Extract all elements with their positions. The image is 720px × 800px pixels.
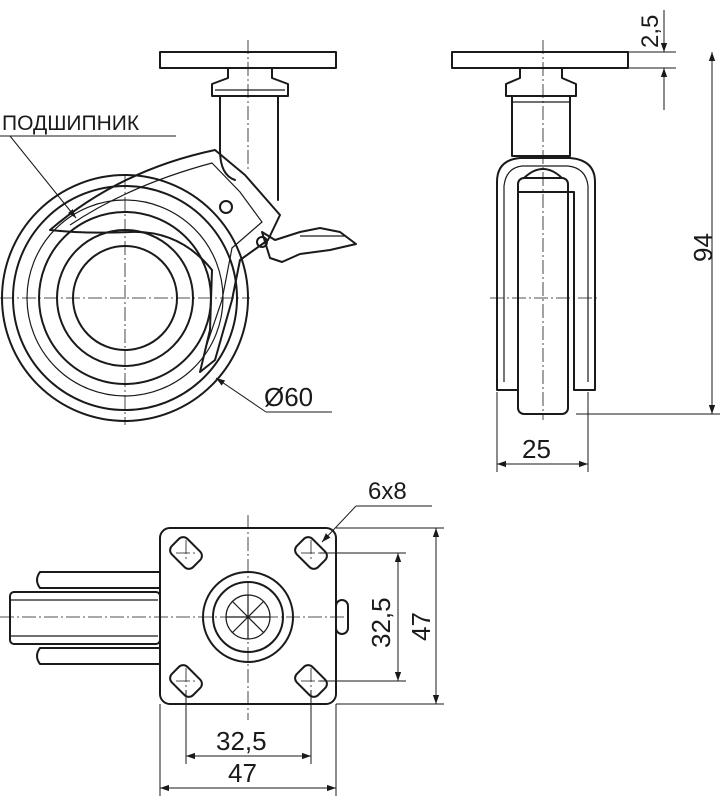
hole-spacing-horizontal-label: 32,5 xyxy=(216,726,267,756)
bolt-holes xyxy=(169,536,328,698)
top-view: 6x8 32,5 47 32,5 47 xyxy=(0,478,444,796)
wheel-width-label: 25 xyxy=(522,434,551,464)
plate-thickness-label: 2,5 xyxy=(637,15,664,48)
bearing-label: ПОДШИПНИК xyxy=(2,112,140,135)
top-fork-outline xyxy=(36,571,161,589)
side-stem xyxy=(219,95,279,201)
front-stem xyxy=(511,95,571,157)
plate-height-label: 47 xyxy=(406,612,436,641)
side-brake-lever xyxy=(261,227,357,263)
front-fork xyxy=(496,157,596,391)
total-height-label: 94 xyxy=(688,233,718,262)
wheel-diameter-label: Ø60 xyxy=(264,382,313,412)
side-fork-housing xyxy=(49,149,281,373)
bolt-holes-label: 6x8 xyxy=(368,478,407,505)
side-swivel-bearing xyxy=(211,67,289,97)
front-mount-plate xyxy=(451,51,629,69)
plate-width-label: 47 xyxy=(228,758,257,788)
side-pivot-rivet xyxy=(219,200,233,214)
hole-spacing-vertical-label: 32,5 xyxy=(366,597,396,648)
front-view: 2,5 94 25 xyxy=(451,10,720,472)
side-view: ПОДШИПНИК Ø60 xyxy=(0,40,357,425)
